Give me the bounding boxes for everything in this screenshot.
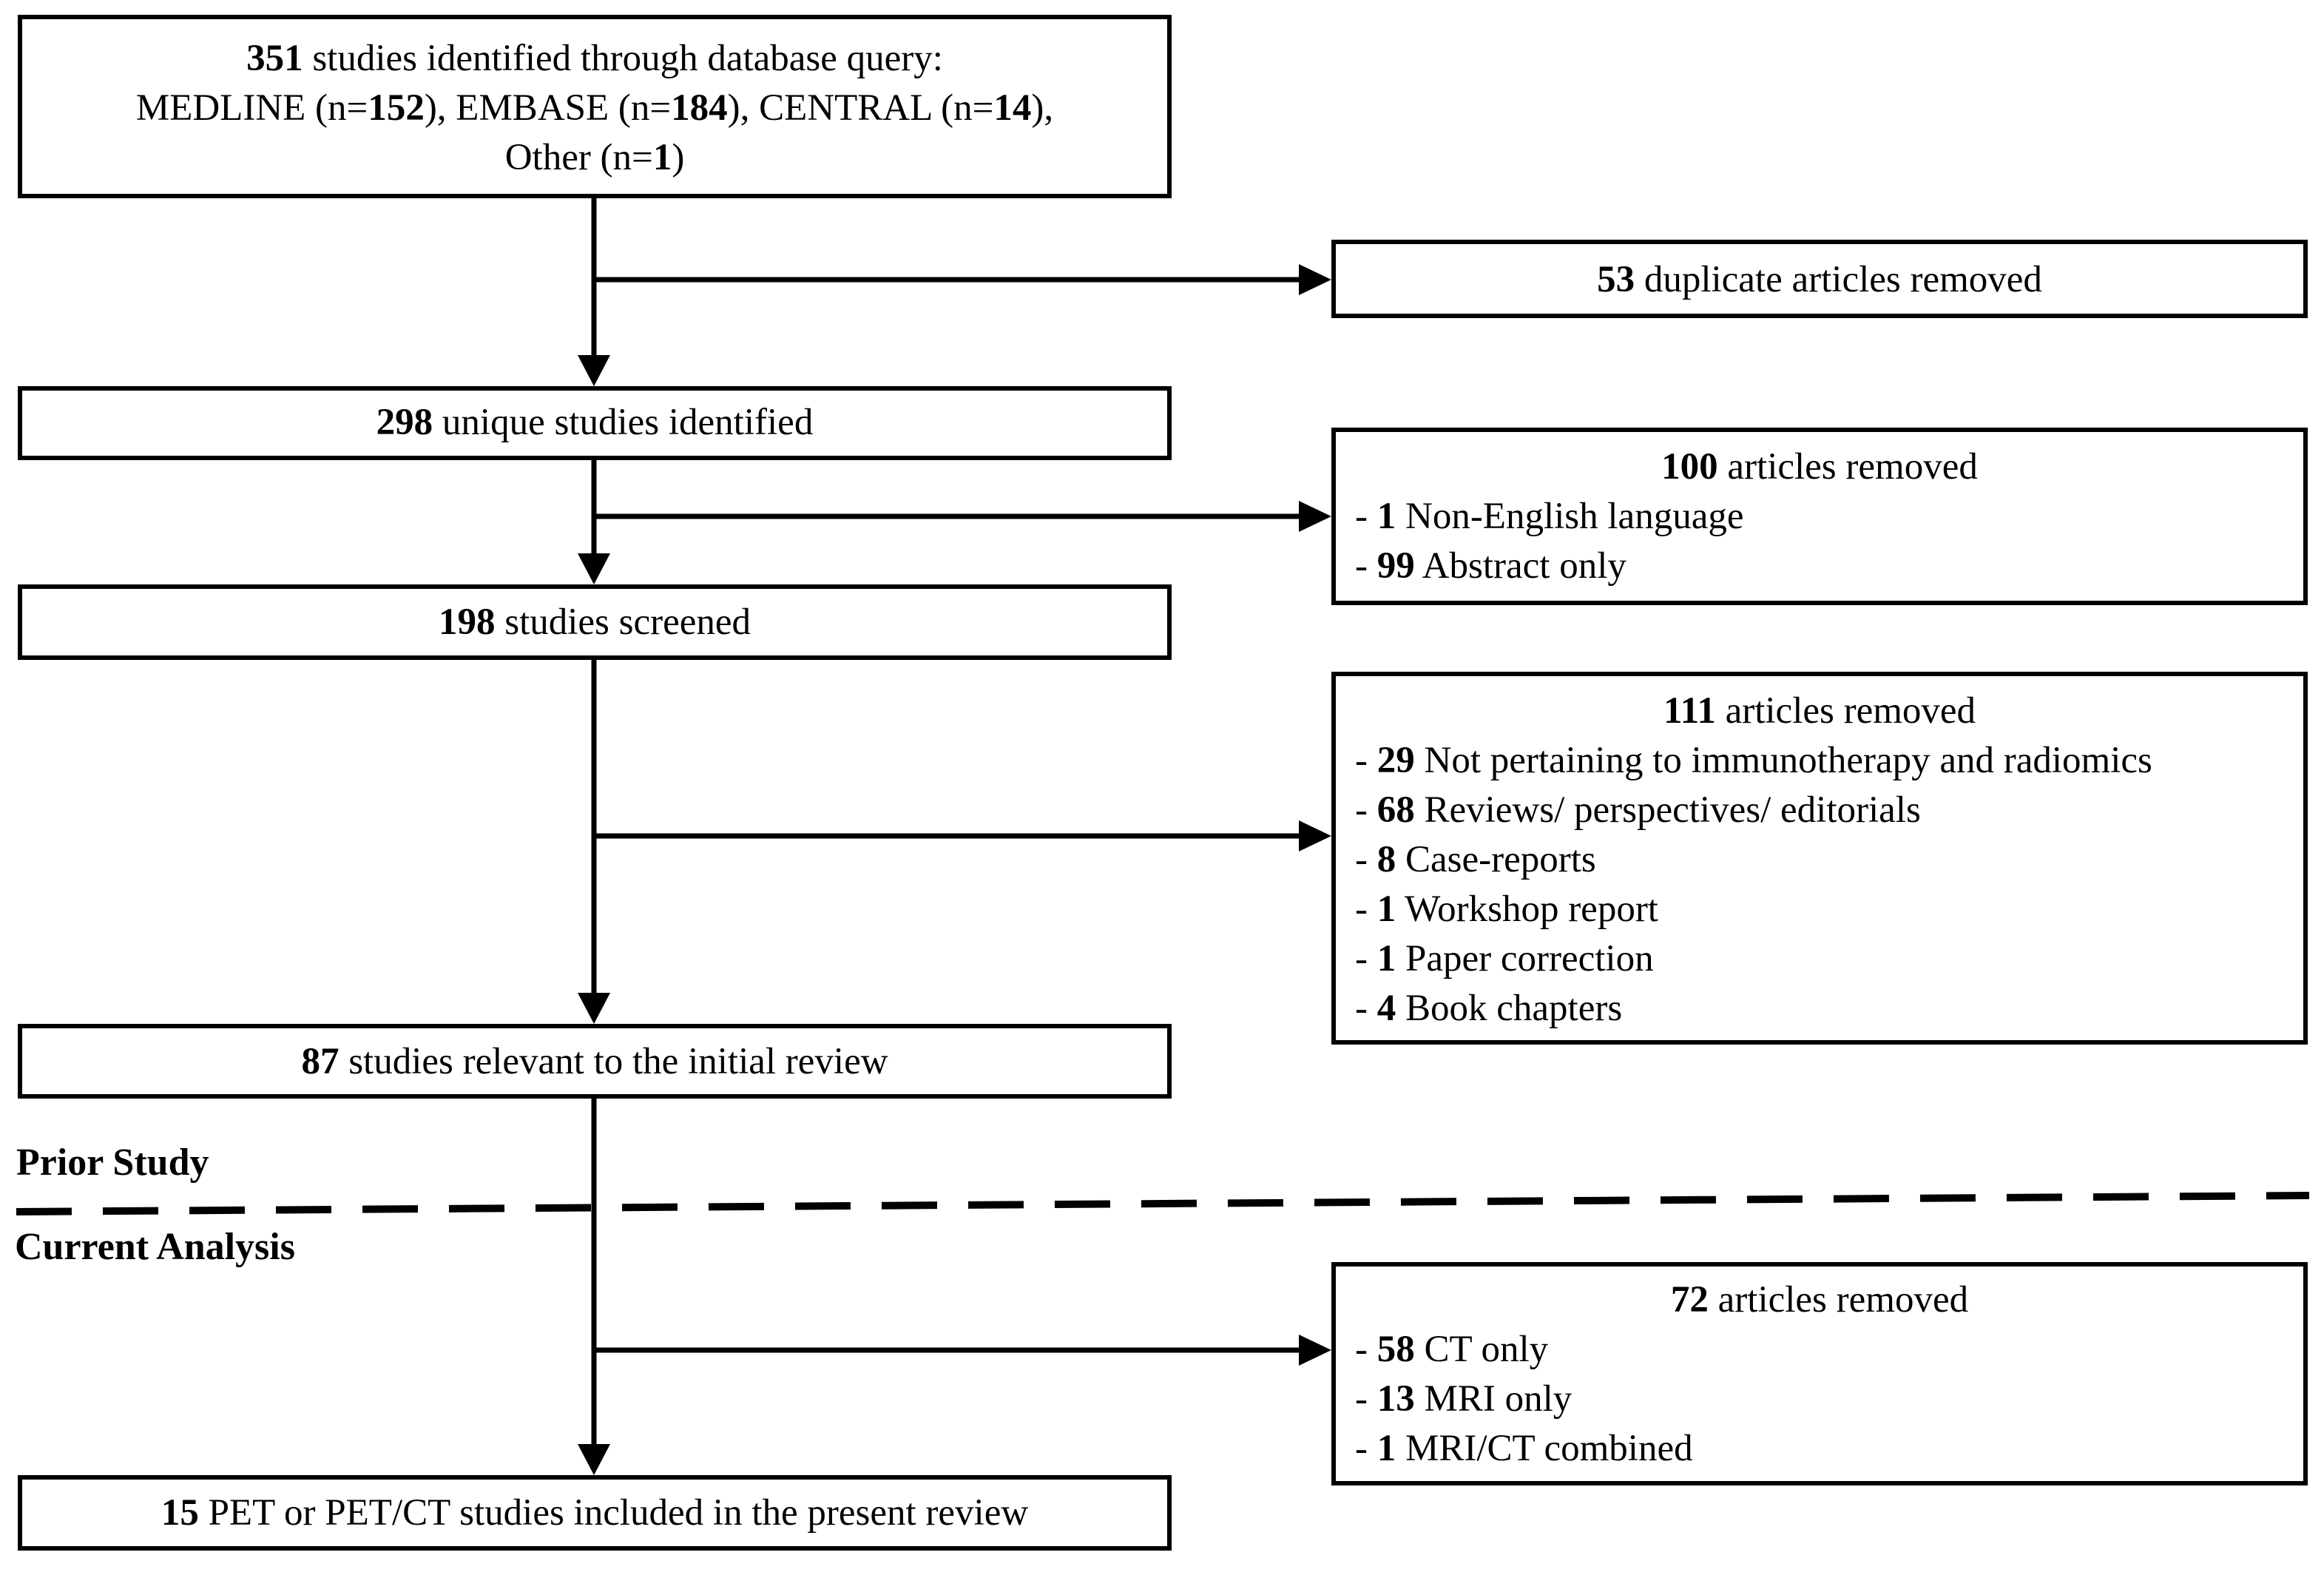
excluded-item: - 29 Not pertaining to immunotherapy and… xyxy=(1355,740,2152,781)
excluded-box-heading: 111 articles removed xyxy=(1663,690,1976,732)
identified-studies-box: 351 studies identified through database … xyxy=(18,15,1172,198)
prior-study-label: Prior Study xyxy=(16,1141,209,1184)
arrowhead-down-4 xyxy=(578,1444,610,1475)
arrowhead-down-3 xyxy=(578,993,610,1024)
arrowhead-right-4 xyxy=(1299,1335,1331,1366)
excluded-content-box: 111 articles removed - 29 Not pertaining… xyxy=(1331,672,2308,1045)
unique-studies-box: 298 unique studies identified xyxy=(18,386,1172,460)
excluded-item: - 1 Workshop report xyxy=(1355,888,1658,930)
excluded-item: - 58 CT only xyxy=(1355,1329,1549,1370)
current-analysis-label: Current Analysis xyxy=(15,1226,295,1268)
relevant-studies-box: 87 studies relevant to the initial revie… xyxy=(18,1024,1172,1099)
excluded-item: - 1 MRI/CT combined xyxy=(1355,1428,1693,1469)
identified-line-2: MEDLINE (n=152), EMBASE (n=184), CENTRAL… xyxy=(135,87,1054,129)
excluded-item: - 8 Case-reports xyxy=(1355,839,1596,880)
excluded-item: - 13 MRI only xyxy=(1355,1378,1573,1420)
excluded-item: - 68 Reviews/ perspectives/ editorials xyxy=(1355,789,1921,831)
included-studies-box: 15 PET or PET/CT studies included in the… xyxy=(18,1475,1172,1551)
excluded-box-heading: 72 articles removed xyxy=(1670,1279,1969,1321)
excluded-language-abstract-box: 100 articles removed - 1 Non-English lan… xyxy=(1331,428,2308,605)
excluded-item: - 1 Paper correction xyxy=(1355,938,1654,979)
excluded-item: - 4 Book chapters xyxy=(1355,988,1623,1029)
duplicates-removed-box: 53 duplicate articles removed xyxy=(1331,240,2308,318)
arrowhead-down-2 xyxy=(578,553,610,584)
excluded-box-heading: 100 articles removed xyxy=(1661,446,1978,488)
arrowhead-right-3 xyxy=(1299,820,1331,851)
arrowhead-right-1 xyxy=(1299,264,1331,295)
section-divider xyxy=(16,1192,2310,1215)
arrowhead-down-1 xyxy=(578,355,610,386)
screened-studies-box: 198 studies screened xyxy=(18,584,1172,660)
excluded-item: - 99 Abstract only xyxy=(1355,545,1627,587)
excluded-modality-box: 72 articles removed - 58 CT only - 13 MR… xyxy=(1331,1262,2308,1485)
excluded-item: - 1 Non-English language xyxy=(1355,496,1744,537)
arrowhead-right-2 xyxy=(1299,501,1331,532)
identified-line-1: 351 studies identified through database … xyxy=(246,38,943,79)
identified-line-3: Other (n=1) xyxy=(504,137,685,178)
